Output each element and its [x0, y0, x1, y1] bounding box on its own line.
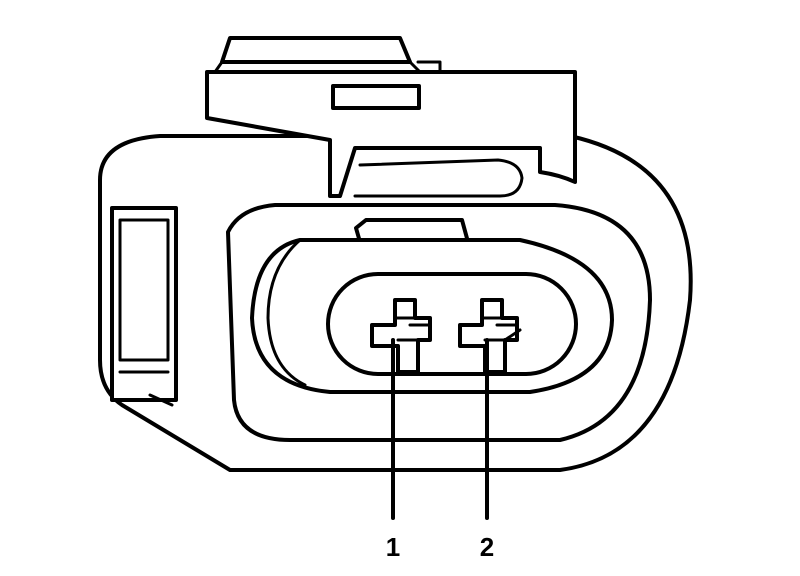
latch-block [205, 70, 577, 198]
plug-shoulder [266, 238, 307, 387]
side-clip [110, 206, 178, 402]
side-clip-detail [118, 370, 174, 407]
latch-slot [331, 84, 421, 110]
latch-block-inner [353, 146, 542, 174]
pin-1-label: 1 [386, 532, 400, 562]
housing-front-face [226, 203, 652, 442]
top-tab-base [213, 60, 422, 74]
pin-1-terminal [370, 298, 432, 374]
pin-2-terminal [458, 298, 522, 374]
top-tab [220, 36, 412, 64]
pin-2-label: 2 [480, 532, 494, 562]
tab-slot-right [416, 60, 442, 74]
side-clip-window [118, 218, 170, 362]
pin-face [326, 272, 578, 376]
latch-tongue [353, 158, 524, 198]
